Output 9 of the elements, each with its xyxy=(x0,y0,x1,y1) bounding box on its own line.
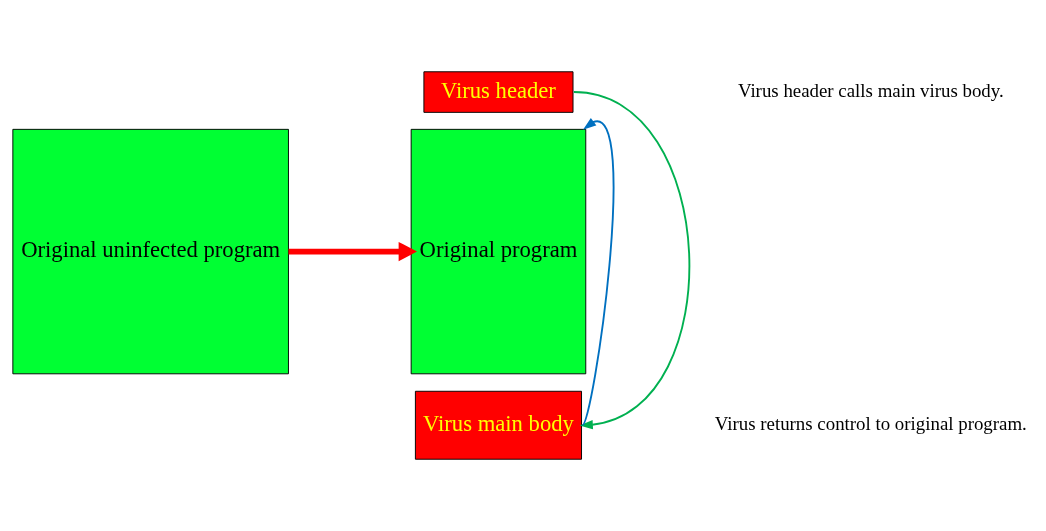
arrow xyxy=(573,91,691,430)
node-box: Virus header xyxy=(423,71,574,113)
arrow xyxy=(288,241,417,262)
label: Virus returns control to original program. xyxy=(714,412,1027,434)
arrow xyxy=(581,118,615,427)
label: Virus header calls main virus body. xyxy=(737,79,1004,101)
node-box: Virus main body xyxy=(414,390,582,460)
node-box: Original program xyxy=(410,128,587,375)
node-box: Original uninfected program xyxy=(12,128,289,375)
